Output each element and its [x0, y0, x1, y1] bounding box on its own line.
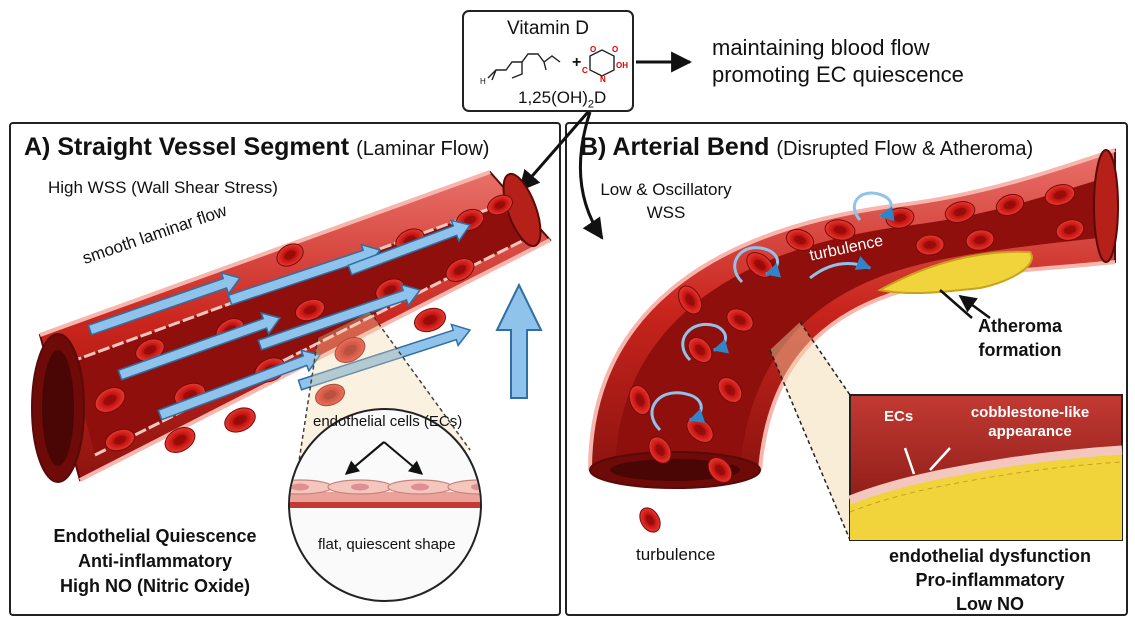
- ecs-label: ECs: [884, 408, 913, 425]
- red-blood-cell: [221, 403, 259, 436]
- cobblestone-label-2: appearance: [950, 423, 1110, 440]
- high-wss-label: High WSS (Wall Shear Stress): [48, 178, 278, 198]
- svg-text:OH: OH: [616, 61, 628, 70]
- vitamin-d-structure-icon: + O O C N OH H: [472, 40, 632, 90]
- svg-text:C: C: [582, 66, 588, 75]
- shear-up-arrow: [497, 285, 541, 398]
- vitamin-d-formula: 1,25(OH)2D: [518, 88, 606, 110]
- atheroma-label-1: Atheroma: [960, 316, 1080, 337]
- panel-a-summary-3: High NO (Nitric Oxide): [0, 576, 310, 597]
- zoom-beam-b: [770, 322, 850, 540]
- quiescent-shape-label: flat, quiescent shape: [318, 536, 456, 553]
- svg-text:O: O: [612, 45, 618, 54]
- panel-a-summary-1: Endothelial Quiescence: [0, 526, 310, 547]
- svg-text:H: H: [480, 77, 486, 86]
- red-blood-cell: [636, 504, 665, 536]
- effect-line-1: maintaining blood flow: [712, 35, 930, 61]
- svg-text:N: N: [600, 75, 606, 84]
- panel-b-summary-1: endothelial dysfunction: [860, 546, 1120, 567]
- panel-b-title: B) Arterial Bend (Disrupted Flow & Ather…: [580, 133, 1033, 162]
- panel-b-summary-2: Pro-inflammatory: [860, 570, 1120, 591]
- panel-a-summary-2: Anti-inflammatory: [0, 551, 310, 572]
- low-wss-label-1: Low & Oscillatory: [596, 180, 736, 200]
- turbulence-label-bottom: turbulence: [636, 545, 715, 565]
- panel-a-title: A) Straight Vessel Segment (Laminar Flow…: [24, 133, 489, 162]
- cobblestone-label-1: cobblestone-like: [950, 404, 1110, 421]
- svg-text:O: O: [590, 45, 596, 54]
- vitamin-d-title: Vitamin D: [464, 18, 632, 40]
- endothelial-cells-label: endothelial cells (ECs): [313, 413, 462, 430]
- panel-b-summary-3: Low NO: [860, 594, 1120, 615]
- effect-line-2: promoting EC quiescence: [712, 62, 964, 88]
- atheroma-pointers: [940, 290, 990, 318]
- svg-text:+: +: [572, 54, 581, 71]
- atheroma-label-2: formation: [960, 340, 1080, 361]
- vitamin-d-box: Vitamin D + O O C N OH H 1,25(OH)2D: [462, 10, 634, 112]
- low-wss-label-2: WSS: [596, 203, 736, 223]
